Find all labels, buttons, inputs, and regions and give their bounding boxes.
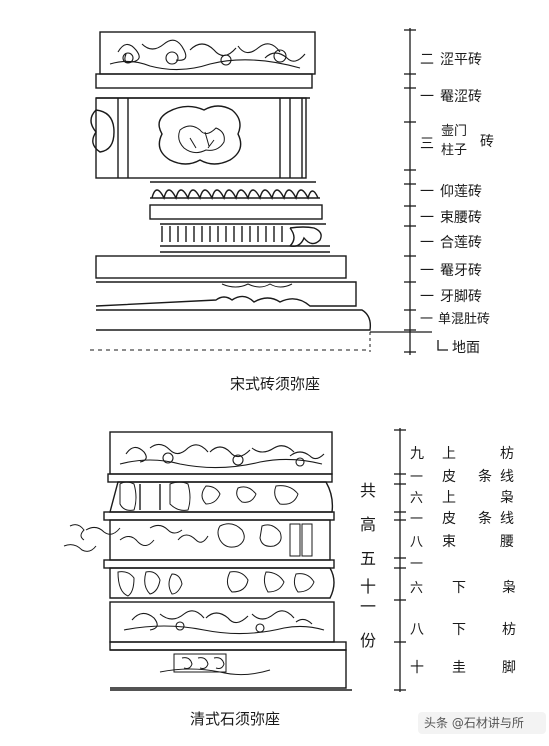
qing-labels: 九 上 枋 一 皮 条 线 六 上 枭 一 皮 条 线 八 束 腰 一 六 下 …	[410, 446, 516, 676]
qing-row-0-c0: 上	[442, 446, 456, 462]
song-helian-band	[160, 223, 330, 253]
qing-xiafang	[109, 601, 335, 643]
song-shuyao-band	[149, 204, 323, 220]
qing-total-char-2: 五	[360, 549, 376, 568]
qing-row-2-c0: 上	[442, 490, 456, 506]
qing-total-char-4: 一	[360, 597, 376, 616]
song-yajiao-band	[95, 281, 357, 307]
song-label-helian-num: 一	[420, 235, 434, 251]
qing-shangfang-ornament	[119, 443, 325, 469]
song-seping-band	[99, 31, 316, 75]
song-label-yanya: 罨牙砖	[440, 263, 482, 279]
qing-row-6-c2: 枭	[502, 579, 516, 596]
song-label-shuyao-num: 一	[420, 210, 434, 226]
song-dimension-rule	[404, 28, 416, 355]
qing-total-char-3: 十	[360, 577, 376, 596]
qing-total-char-5: 份	[360, 631, 376, 650]
song-label-yanya-num: 一	[420, 263, 434, 279]
qing-row-2-num: 六	[410, 491, 423, 506]
song-yanglian-band	[150, 181, 320, 201]
song-label-humen-line1: 壸门	[441, 124, 467, 139]
song-label-yanglian: 仰莲砖	[440, 184, 482, 200]
qing-row-7-c1: 下	[452, 622, 466, 638]
song-label-yanse: 罨涩砖	[440, 89, 482, 105]
qing-caption: 清式石须弥座	[190, 710, 280, 728]
song-label-seping: 涩平砖	[440, 52, 482, 68]
song-label-helian: 合莲砖	[440, 235, 482, 251]
qing-row-5-num: 一	[410, 557, 423, 572]
qing-row-1-c0: 皮	[442, 469, 456, 485]
song-label-ground: 地面	[452, 340, 480, 356]
qing-dimension-rule	[394, 428, 406, 692]
song-seping-ornament	[109, 39, 306, 71]
qing-row-1-c1: 条	[478, 468, 492, 485]
qing-row-1-c2: 线	[500, 469, 514, 485]
qing-row-7-c2: 枋	[502, 622, 516, 638]
qing-total-height: 共 高 五 十 一 份	[360, 481, 376, 650]
qing-xiafang-ornament	[123, 610, 325, 635]
qing-row-8-c1: 圭	[452, 660, 466, 676]
song-yanya-band	[95, 255, 347, 279]
qing-shuyao	[63, 519, 331, 561]
watermark-text: 头条 @石材讲与所	[424, 715, 524, 730]
song-caption: 宋式砖须弥座	[230, 375, 320, 393]
song-humen-niche	[158, 105, 242, 165]
qing-row-4-c0: 束	[442, 534, 456, 550]
song-humen-body	[95, 97, 307, 179]
song-label-humen-line2: 柱子	[441, 143, 467, 158]
watermark: 头条 @石材讲与所	[418, 712, 546, 734]
qing-row-4-num: 八	[410, 535, 423, 550]
qing-row-8-num: 十	[410, 660, 424, 676]
qing-drawing	[63, 431, 352, 691]
song-label-yanglian-num: 一	[420, 184, 434, 200]
qing-xiaxiao	[103, 559, 335, 599]
song-label-humen-suffix: 砖	[480, 134, 494, 150]
song-label-seping-num: 二	[420, 52, 434, 68]
qing-row-0-num: 九	[410, 446, 424, 462]
song-label-humen-num: 三	[420, 136, 434, 152]
song-label-hundu-num: 一	[420, 312, 433, 327]
song-drawing	[90, 31, 432, 352]
qing-row-1-num: 一	[410, 470, 423, 485]
song-label-yajiao: 牙脚砖	[440, 289, 482, 305]
song-hundu-band	[96, 309, 372, 331]
song-yanse-band	[95, 73, 313, 89]
qing-row-2-c2: 枭	[500, 489, 514, 506]
qing-row-0-c2: 枋	[500, 446, 514, 462]
qing-row-6-c1: 下	[452, 580, 466, 596]
song-label-yanse-num: 一	[420, 89, 434, 105]
qing-shangxiao	[109, 481, 334, 513]
qing-row-4-c2: 腰	[500, 534, 514, 550]
qing-row-3-num: 一	[410, 512, 423, 527]
qing-row-6-num: 六	[410, 581, 423, 596]
song-humen-left-niche	[90, 109, 115, 153]
song-labels: 二 涩平砖 一 罨涩砖 三 壸门 柱子 砖 一 仰莲砖 一 束腰砖 一 合莲砖 …	[420, 52, 494, 356]
qing-row-3-c0: 皮	[442, 511, 456, 527]
qing-row-8-c2: 脚	[502, 660, 516, 676]
qing-pitiaoxian-upper	[107, 473, 333, 483]
qing-total-char-1: 高	[360, 515, 376, 534]
song-label-hundu: 单混肚砖	[438, 312, 490, 327]
qing-row-7-num: 八	[410, 622, 424, 638]
qing-total-char-0: 共	[360, 481, 376, 500]
song-humen-figure	[178, 125, 225, 154]
song-label-yajiao-num: 一	[420, 289, 434, 305]
qing-row-3-c1: 条	[478, 510, 492, 527]
qing-row-3-c2: 线	[500, 511, 514, 527]
qing-pitiaoxian-lower	[103, 511, 335, 521]
qing-guijiao	[109, 641, 352, 691]
song-label-shuyao: 束腰砖	[440, 210, 482, 226]
